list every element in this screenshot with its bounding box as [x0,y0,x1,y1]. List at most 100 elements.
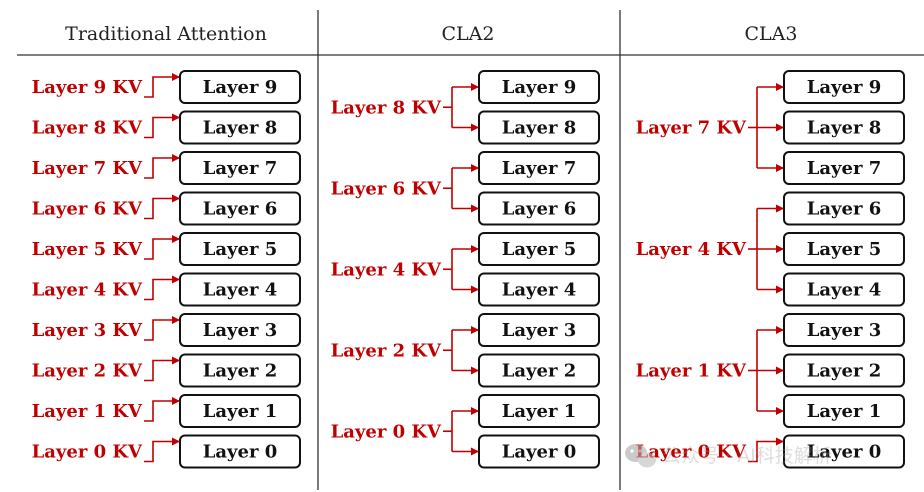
kv-label: Layer 4 KV [32,280,143,301]
layer-label: Layer 1 [807,401,882,422]
layer-label: Layer 3 [203,320,278,341]
layer-box [783,151,905,185]
layer-label: Layer 7 [502,158,577,179]
layer-label: Layer 6 [502,199,577,220]
column-title-cla3: CLA3 [745,23,798,45]
layer-box [478,151,600,185]
layer-label: Layer 2 [807,361,882,382]
kv-connector [144,113,180,139]
layer-box [179,151,301,185]
kv-label: Layer 8 KV [331,97,442,118]
cla2-column: Layer 9 Layer 8 Layer 7 Layer 6 Layer 5 Layer… [331,70,600,469]
layer-box [179,434,301,469]
traditional-attention-column: Layer 9 Layer 8 Layer 7 Layer 6 Layer 5 Layer… [32,70,301,469]
layer-label: Layer 9 [807,77,882,98]
layer-box [783,272,905,307]
kv-label: Layer 4 KV [331,259,442,280]
layer-box [783,70,905,104]
layer-box [478,272,600,307]
layer-box [179,70,301,104]
layer-label: Layer 6 [807,199,882,220]
kv-label: Layer 0 KV [636,442,747,463]
kv-label: Layer 6 KV [331,178,442,199]
kv-connector [144,194,180,220]
layer-box [179,353,301,388]
layer-label: Layer 1 [502,401,577,422]
kv-label: Layer 4 KV [636,239,747,260]
kv-label: Layer 0 KV [331,421,442,442]
layer-box [478,353,600,388]
layer-label: Layer 6 [203,199,278,220]
layer-label: Layer 5 [502,239,577,260]
kv-label: Layer 1 KV [32,401,143,422]
layer-label: Layer 0 [203,442,278,463]
layer-box [783,110,905,145]
kv-label: Layer 7 KV [32,158,143,179]
layer-label: Layer 2 [203,361,278,382]
layer-box [783,353,905,388]
cla3-column: Layer 9 Layer 8 Layer 7 Layer 6 Layer 5 Layer… [636,70,905,469]
kv-label: Layer 1 KV [636,361,747,382]
layer-box [478,313,600,347]
kv-connector [144,316,180,341]
kv-label: Layer 5 KV [32,239,143,260]
layer-label: Layer 2 [502,361,577,382]
kv-connector [144,154,180,179]
layer-box [179,394,301,428]
layer-label: Layer 7 [203,158,278,179]
kv-label: Layer 6 KV [32,199,143,220]
layer-label: Layer 4 [807,280,882,301]
layer-box [478,191,600,226]
layer-box [179,232,301,266]
layer-label: Layer 0 [807,442,882,463]
kv-connector [144,275,180,301]
column-title-traditional: Traditional Attention [65,23,267,45]
layer-label: Layer 7 [807,158,882,179]
layer-box [478,394,600,428]
layer-label: Layer 1 [203,401,278,422]
kv-connector [144,397,180,422]
kv-connector [144,356,180,382]
layer-label: Layer 5 [203,239,278,260]
wechat-icon [625,444,656,468]
kv-connector [144,235,180,260]
layer-label: Layer 4 [203,280,278,301]
kv-label: Layer 7 KV [636,118,747,139]
kv-connector [748,437,784,463]
layer-label: Layer 9 [203,77,278,98]
layer-box [783,313,905,347]
kv-label: Layer 2 KV [331,340,442,361]
layer-box [179,110,301,145]
layer-label: Layer 3 [502,320,577,341]
layer-box [478,70,600,104]
watermark-text: 公众号 · AI科技解析 [662,445,832,467]
layer-box [478,232,600,266]
kv-label: Layer 0 KV [32,442,143,463]
layer-box [478,110,600,145]
watermark: 公众号 · AI科技解析 [625,444,832,468]
kv-label: Layer 8 KV [32,118,143,139]
layer-box [783,191,905,226]
layer-box [179,272,301,307]
layer-box [783,232,905,266]
layer-label: Layer 3 [807,320,882,341]
kv-label: Layer 3 KV [32,320,143,341]
layer-label: Layer 8 [807,118,882,139]
layer-box [478,434,600,469]
layer-box [783,434,905,469]
kv-label: Layer 2 KV [32,361,143,382]
layer-box [179,313,301,347]
kv-label: Layer 9 KV [32,77,143,98]
layer-label: Layer 0 [502,442,577,463]
layer-box [783,394,905,428]
layer-box [179,191,301,226]
kv-connector [144,73,180,98]
layer-label: Layer 4 [502,280,577,301]
column-title-cla2: CLA2 [442,23,495,45]
kv-connector [144,437,180,463]
layer-label: Layer 9 [502,77,577,98]
layer-label: Layer 8 [502,118,577,139]
layer-label: Layer 8 [203,118,278,139]
layer-label: Layer 5 [807,239,882,260]
